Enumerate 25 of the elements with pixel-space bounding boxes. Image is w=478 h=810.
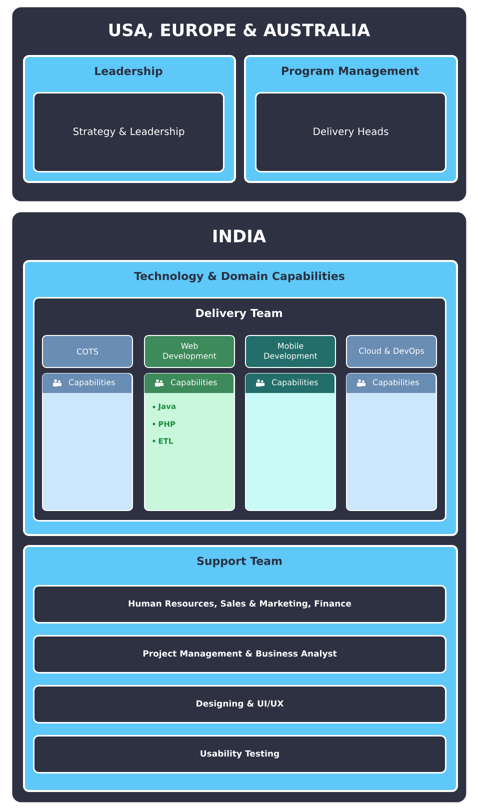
team-heading: Delivery Team bbox=[196, 308, 282, 320]
group-heading: Leadership bbox=[95, 66, 162, 78]
column-header: Mobile Development bbox=[245, 335, 336, 368]
column-header: Web Development bbox=[144, 335, 235, 368]
column-header: Cloud & DevOps bbox=[346, 335, 437, 368]
column-header: COTS bbox=[42, 335, 133, 368]
role-box: Delivery Heads bbox=[255, 92, 446, 172]
capability-panel bbox=[144, 373, 235, 511]
group-heading: Technology & Domain Capabilities bbox=[134, 272, 344, 282]
role-box: Project Management & Business Analyst bbox=[33, 635, 446, 674]
panel-header: Capabilities bbox=[346, 374, 436, 393]
role-box: Designing & UI/UX bbox=[33, 685, 446, 724]
role-box: Strategy & Leadership bbox=[33, 92, 224, 172]
panel-header: Capabilities bbox=[144, 374, 234, 393]
capability-panel bbox=[245, 373, 336, 511]
capability-panel bbox=[42, 373, 133, 511]
group-heading: Support Team bbox=[197, 556, 282, 568]
panel-header: Capabilities bbox=[246, 374, 334, 393]
group-heading: Program Management bbox=[282, 66, 419, 78]
region-title: USA, EUROPE & AUSTRALIA bbox=[109, 23, 370, 39]
role-box: Usability Testing bbox=[33, 735, 446, 774]
role-box: Human Resources, Sales & Marketing, Finance bbox=[33, 585, 446, 624]
panel-header: Capabilities bbox=[42, 374, 132, 393]
capability-panel bbox=[346, 373, 437, 511]
region-title: INDIA bbox=[214, 230, 266, 242]
